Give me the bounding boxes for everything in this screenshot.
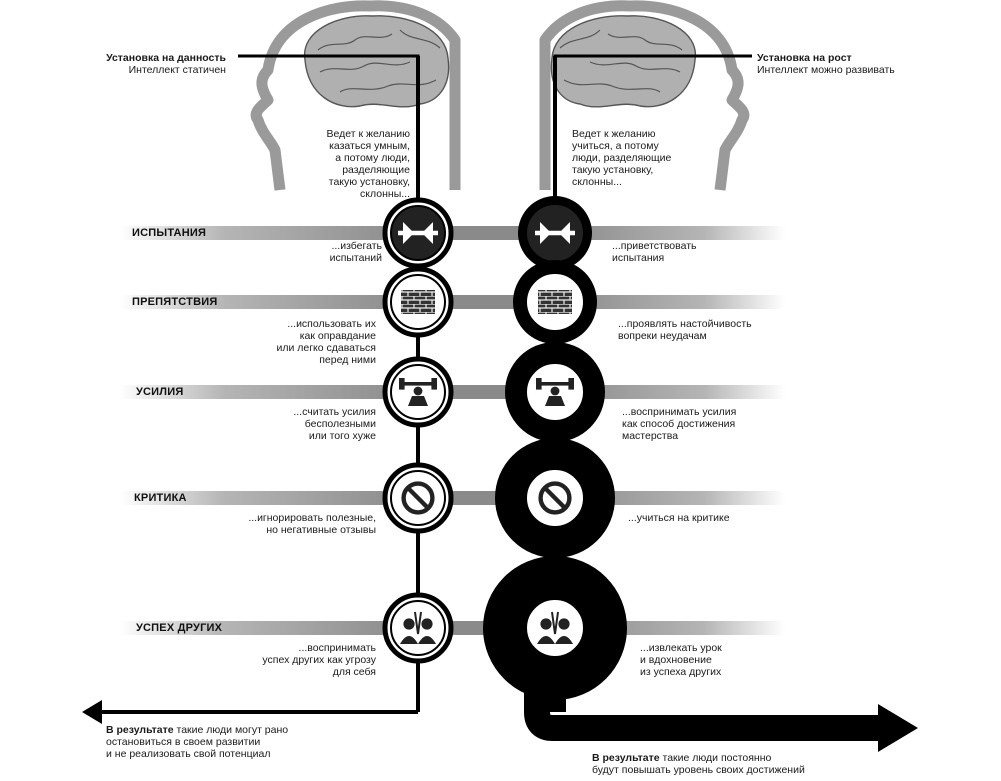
left-circle-brick-wall-icon <box>382 266 454 338</box>
row-label-obstacles: ПРЕПЯТСТВИЯ <box>132 296 218 308</box>
right-intro-line: склонны... <box>572 176 622 188</box>
text-line: и вдохновение <box>640 654 712 666</box>
left-intro-line: казаться умным, <box>329 140 410 152</box>
left-circle-prohibition-icon <box>382 462 454 534</box>
right-header-title: Установка на рост <box>757 52 852 64</box>
text-line: остановиться в своем развитии <box>106 736 261 748</box>
right-intro: Ведет к желанию учиться, а потому люди, … <box>572 128 702 188</box>
row-3-right-text: ...учиться на критике <box>628 512 798 524</box>
text-line: такие люди могут рано <box>173 724 289 736</box>
right-circle-brick-wall-icon <box>513 260 597 344</box>
text-line: ...учиться на критике <box>628 512 730 524</box>
right-intro-line: учиться, а потому <box>572 140 659 152</box>
text-line: ...игнорировать полезные, <box>248 512 376 524</box>
text-line: будут повышать уровень своих достижений <box>592 764 805 776</box>
left-circle-people-icon <box>382 592 454 664</box>
text-line: ...приветствовать <box>612 240 697 252</box>
right-result-text: В результате такие люди постоянно будут … <box>592 752 892 776</box>
text-line: перед ними <box>319 354 376 366</box>
text-line: но негативные отзывы <box>266 524 376 536</box>
text-line: вопреки неудачам <box>618 330 707 342</box>
left-result-lead: В результате <box>106 724 174 736</box>
right-result-arrow <box>524 660 918 752</box>
left-result-text: В результате такие люди могут рано остан… <box>106 724 406 760</box>
text-line: или легко сдаваться <box>276 342 376 354</box>
row-2-right-text: ...воспринимать усилия как способ достиж… <box>622 406 812 442</box>
right-intro-line: Ведет к желанию <box>572 128 656 140</box>
right-intro-line: люди, разделяющие <box>572 152 672 164</box>
text-line: испытания <box>612 252 665 264</box>
text-line: мастерства <box>622 430 679 442</box>
right-circle-weightlifter-icon <box>505 342 605 442</box>
right-header: Установка на рост Интеллект можно развив… <box>757 52 957 76</box>
row-label-success-of-others: УСПЕХ ДРУГИХ <box>136 622 223 634</box>
row-3-left-text: ...игнорировать полезные, но негативные … <box>200 512 376 536</box>
row-0-left-text: ...избегать испытаний <box>270 240 382 264</box>
row-label-effort: УСИЛИЯ <box>136 386 184 398</box>
row-1-left-text: ...использовать их как оправдание или ле… <box>230 318 376 366</box>
right-circle-prohibition-icon <box>495 438 615 558</box>
text-line: ...проявлять настойчивость <box>618 318 752 330</box>
text-line: и не реализовать свой потенциал <box>106 748 271 760</box>
text-line: ...воспринимать <box>298 642 376 654</box>
left-header-subtitle: Интеллект статичен <box>128 64 226 76</box>
left-head-icon <box>250 0 461 191</box>
text-line: для себя <box>332 666 376 678</box>
left-intro: Ведет к желанию казаться умным, а потому… <box>285 128 411 200</box>
left-header-title: Установка на данность <box>106 52 226 64</box>
text-line: бесполезными <box>304 418 376 430</box>
text-line: как оправдание <box>299 330 376 342</box>
row-1-right-text: ...проявлять настойчивость вопреки неуда… <box>618 318 818 342</box>
text-line: такие люди постоянно <box>659 752 772 764</box>
text-line: из успеха других <box>640 666 722 678</box>
text-line: ...использовать их <box>287 318 376 330</box>
row-0-right-text: ...приветствовать испытания <box>612 240 772 264</box>
text-line: ...воспринимать усилия <box>622 406 737 418</box>
left-header: Установка на данность Интеллект статичен <box>40 52 226 76</box>
left-intro-line: Ведет к желанию <box>326 128 411 140</box>
right-brain-icon <box>550 15 696 108</box>
text-line: успех других как угрозу <box>262 654 376 666</box>
right-intro-line: такую установку, <box>572 164 654 176</box>
row-4-left-text: ...воспринимать успех других как угрозу … <box>210 642 376 678</box>
left-circle-arrows-icon <box>382 197 454 269</box>
left-intro-line: такую установку, <box>328 176 410 188</box>
right-circle-arrows-icon <box>518 196 592 270</box>
row-label-challenges: ИСПЫТАНИЯ <box>132 227 207 239</box>
left-intro-line: разделяющие <box>342 164 410 176</box>
right-header-subtitle: Интеллект можно развивать <box>757 64 895 76</box>
left-circle-weightlifter-icon <box>382 356 454 428</box>
row-label-criticism: КРИТИКА <box>134 492 187 504</box>
text-line: или того хуже <box>308 430 376 442</box>
right-circle-people-icon <box>483 556 627 700</box>
text-line: ...считать усилия <box>293 406 376 418</box>
text-line: испытаний <box>329 252 382 264</box>
left-brain-icon <box>304 15 450 108</box>
left-intro-line: а потому люди, <box>335 152 410 164</box>
row-circles <box>382 196 627 700</box>
right-head-icon <box>539 0 750 191</box>
right-result-lead: В результате <box>592 752 660 764</box>
text-line: ...извлекать урок <box>640 642 722 654</box>
text-line: как способ достижения <box>622 418 736 430</box>
left-intro-line: склонны... <box>360 188 410 200</box>
row-2-left-text: ...считать усилия бесполезными или того … <box>240 406 376 442</box>
text-line: ...избегать <box>331 240 382 252</box>
left-result-arrow <box>82 700 418 724</box>
row-4-right-text: ...извлекать урок и вдохновение из успех… <box>640 642 810 678</box>
